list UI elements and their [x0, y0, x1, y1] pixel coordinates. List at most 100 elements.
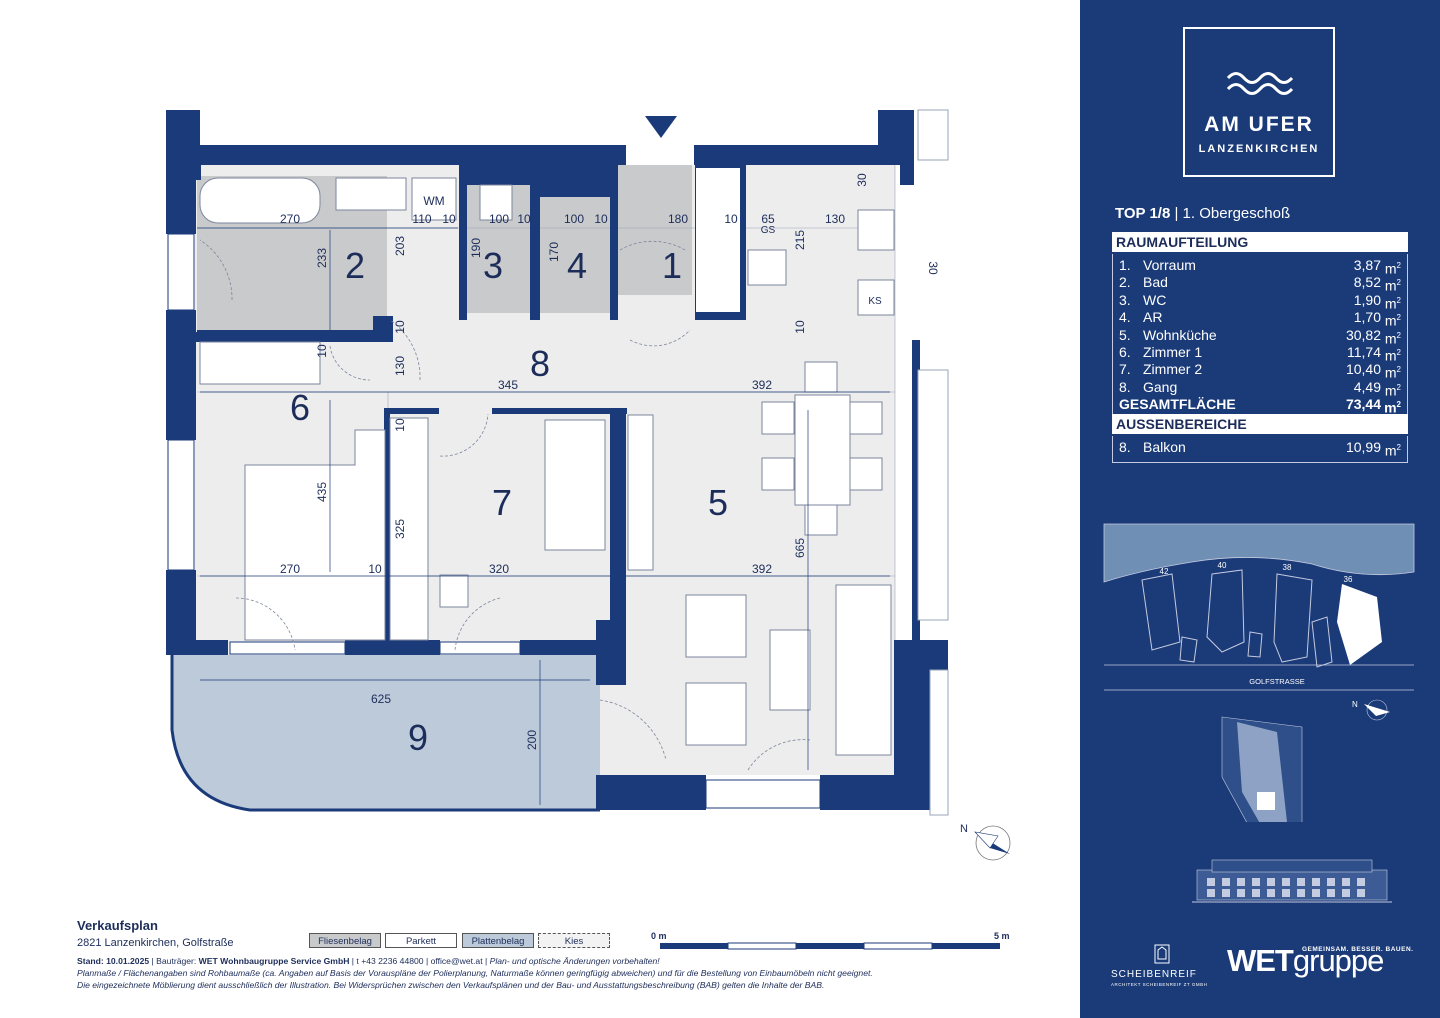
row-name: Wohnküche: [1143, 326, 1217, 343]
fixture-labels: WM GS KS: [423, 194, 882, 307]
row-name: Bad: [1143, 274, 1168, 291]
unit-symbol: m: [1384, 312, 1397, 329]
footnote-line-1: Stand: 10.01.2025 | Bauträger: WET Wohnb…: [77, 956, 1077, 968]
row-unit: m2: [1381, 327, 1401, 346]
footnote-line-2: Planmaße / Flächenangaben sind Rohbaumaß…: [77, 968, 1077, 980]
dim-label: 625: [371, 692, 391, 706]
row-number: 4.: [1119, 309, 1131, 326]
bathtub: [199, 177, 321, 224]
unit-symbol: m: [1384, 278, 1397, 295]
double-bed: [244, 429, 386, 641]
footnote-disclaimer: Plan- und optische Änderungen vorbehalte…: [489, 956, 660, 966]
building-number: 38: [1283, 563, 1292, 572]
row-area: 3,87: [1353, 257, 1381, 273]
dim-label: 10: [517, 212, 531, 226]
plan-address: 2821 Lanzenkirchen, Golfstraße: [77, 937, 234, 949]
dim-label: 10: [442, 212, 456, 226]
row-number: 8.: [1119, 378, 1131, 395]
unit-exponent: 2: [1396, 330, 1401, 340]
wave-logo-icon: [1226, 72, 1294, 95]
row-area: 10,99: [1345, 439, 1381, 455]
row-name: Gang: [1143, 378, 1178, 395]
unit-heading: TOP 1/8 | 1. Obergeschoß: [1115, 205, 1291, 222]
row-name: Zimmer 1: [1143, 343, 1203, 360]
dim-label: 325: [393, 519, 407, 539]
row-unit: m2: [1381, 274, 1401, 295]
legend-tiles: Fliesenbelag: [309, 933, 381, 948]
total-unit: m2: [1381, 396, 1401, 416]
building-number: 36: [1344, 575, 1353, 584]
dim-label: 10: [393, 418, 407, 432]
north-arrow-icon: [974, 825, 1011, 861]
unit-exponent: 2: [1396, 278, 1401, 288]
dim-label: 100: [564, 212, 584, 226]
wet-brand-rest: gruppe: [1292, 943, 1385, 978]
legend-slabs: Plattenbelag: [462, 933, 534, 948]
dim-label: 10: [368, 562, 382, 576]
site-north-arrow-icon: [1364, 704, 1390, 716]
row-number: 1.: [1119, 257, 1131, 273]
row-number: 8.: [1119, 439, 1131, 455]
row-unit: m2: [1381, 439, 1401, 459]
dim-label: 392: [752, 378, 772, 392]
balcony-floor: [172, 655, 600, 810]
row-area: 11,74: [1347, 343, 1381, 360]
room-number-6: 6: [290, 387, 310, 428]
desk-chair: [439, 574, 469, 608]
row-number: 2.: [1119, 274, 1131, 291]
architect-brand: SCHEIBENREIF: [1111, 969, 1197, 980]
row-number: 5.: [1119, 326, 1131, 343]
dim-label: 270: [280, 562, 300, 576]
unit-symbol: m: [1384, 399, 1397, 416]
dining-table: [794, 394, 851, 506]
dim-label: 203: [393, 236, 407, 256]
unit-symbol: m: [1384, 260, 1397, 277]
fixture-label-gs: GS: [761, 225, 776, 236]
unit-exponent: 2: [1396, 313, 1401, 323]
single-bed: [544, 419, 606, 551]
dim-label: 110: [412, 212, 431, 226]
site-unit-marker: [1257, 792, 1275, 810]
unit-exponent: 2: [1396, 295, 1401, 305]
unit-symbol: m: [1384, 295, 1397, 312]
unit-exponent: 2: [1396, 382, 1401, 392]
unit-floor: 1. Obergeschoß: [1182, 205, 1291, 222]
washbasin: [335, 177, 407, 211]
living-furniture: [685, 584, 892, 756]
dim-label: 10: [393, 320, 407, 334]
row-name: Vorraum: [1143, 257, 1196, 273]
unit-exponent: 2: [1396, 261, 1401, 270]
row-number: 7.: [1119, 361, 1131, 378]
dim-label: 10: [315, 344, 329, 358]
footnote-line-3: Die eingezeichnete Möblierung dient auss…: [77, 980, 1077, 992]
room-number-7: 7: [492, 482, 512, 523]
sink: [747, 249, 787, 286]
dim-label: 170: [547, 242, 561, 262]
wc-bowl: [479, 184, 513, 221]
unit-number: TOP 1/8: [1115, 205, 1171, 222]
sideboard: [627, 414, 654, 571]
total-area: 73,44: [1345, 396, 1381, 413]
total-label: GESAMTFLÄCHE: [1119, 396, 1236, 413]
project-logo: AM UFER LANZENKIRCHEN: [1183, 27, 1335, 177]
site-north-label: N: [1352, 700, 1358, 709]
row-name: AR: [1143, 309, 1163, 326]
logo-title: AM UFER: [1204, 113, 1314, 136]
row-area: 1,70: [1353, 309, 1381, 326]
row-area: 30,82: [1345, 326, 1381, 343]
footnote-dimensions-note: Planmaße / Flächenangaben sind Rohbaumaß…: [77, 968, 873, 978]
dim-label: 270: [280, 212, 300, 226]
row-area: 4,49: [1353, 378, 1381, 395]
row-name: Zimmer 2: [1143, 361, 1203, 378]
dim-label: 30: [926, 261, 940, 275]
